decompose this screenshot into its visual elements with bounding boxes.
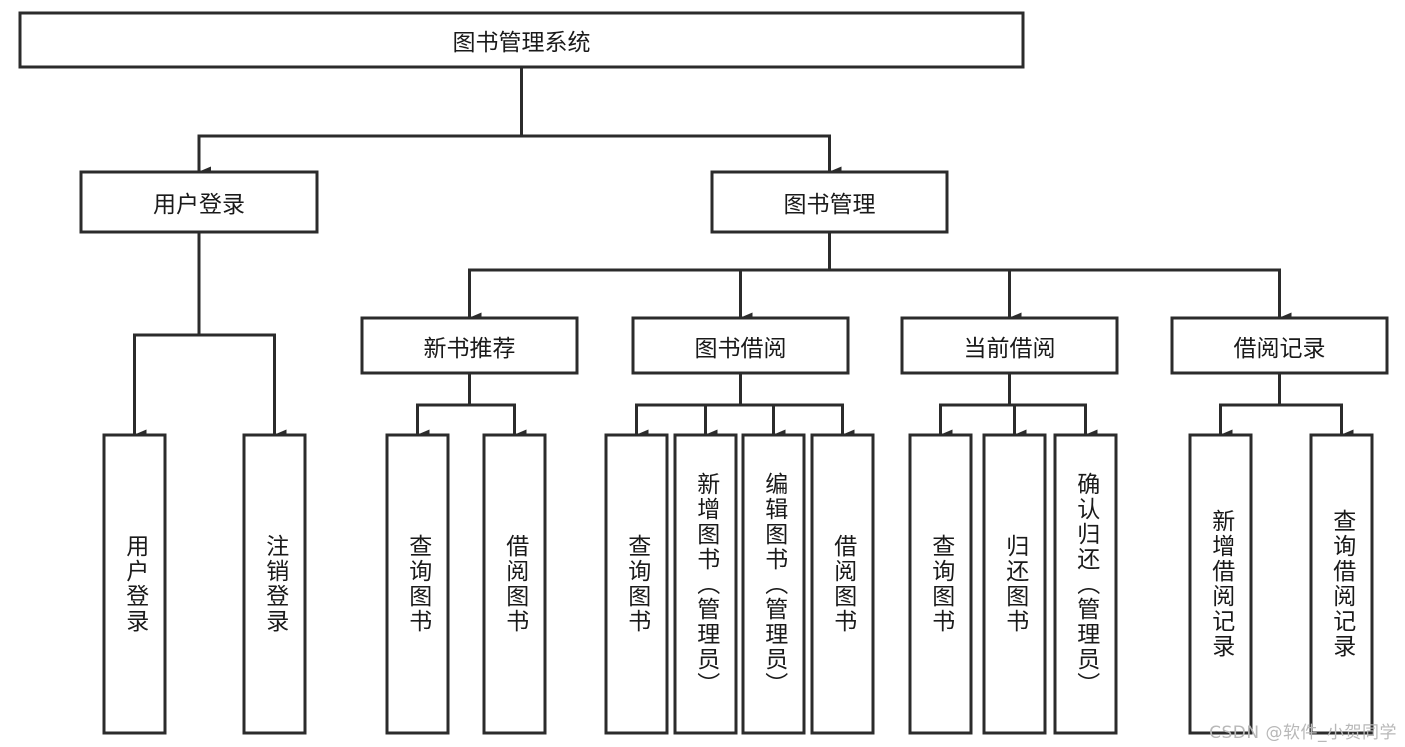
- node-box-level1-1[interactable]: [710, 170, 949, 234]
- node-box-leaf-new_book_recommend-1[interactable]: [482, 433, 547, 735]
- node-box-leaf-new_book_recommend-0[interactable]: [385, 433, 450, 735]
- node-box-leaf-current_borrow-0[interactable]: [908, 433, 973, 735]
- node-box-level1-0[interactable]: [79, 170, 319, 234]
- node-box-level2-2[interactable]: [900, 316, 1119, 375]
- boxes-layer: [18, 11, 1389, 735]
- watermark-text: CSDN @软件_小贺同学: [1209, 723, 1397, 743]
- node-box-leaf-user_login-0[interactable]: [102, 433, 167, 735]
- node-box-leaf-borrow_record-1[interactable]: [1309, 433, 1374, 735]
- node-box-leaf-book_borrow-0[interactable]: [604, 433, 669, 735]
- node-box-root[interactable]: [18, 11, 1025, 69]
- node-box-level2-1[interactable]: [631, 316, 850, 375]
- node-box-leaf-book_borrow-2[interactable]: [741, 433, 806, 735]
- connectors-layer: [133, 65, 1354, 441]
- node-box-level2-3[interactable]: [1170, 316, 1389, 375]
- node-box-leaf-current_borrow-2[interactable]: [1053, 433, 1118, 735]
- node-box-leaf-current_borrow-1[interactable]: [982, 433, 1047, 735]
- node-box-leaf-borrow_record-0[interactable]: [1188, 433, 1253, 735]
- node-box-leaf-book_borrow-1[interactable]: [673, 433, 738, 735]
- node-box-leaf-user_login-1[interactable]: [242, 433, 307, 735]
- node-box-level2-0[interactable]: [360, 316, 579, 375]
- node-box-leaf-book_borrow-3[interactable]: [810, 433, 875, 735]
